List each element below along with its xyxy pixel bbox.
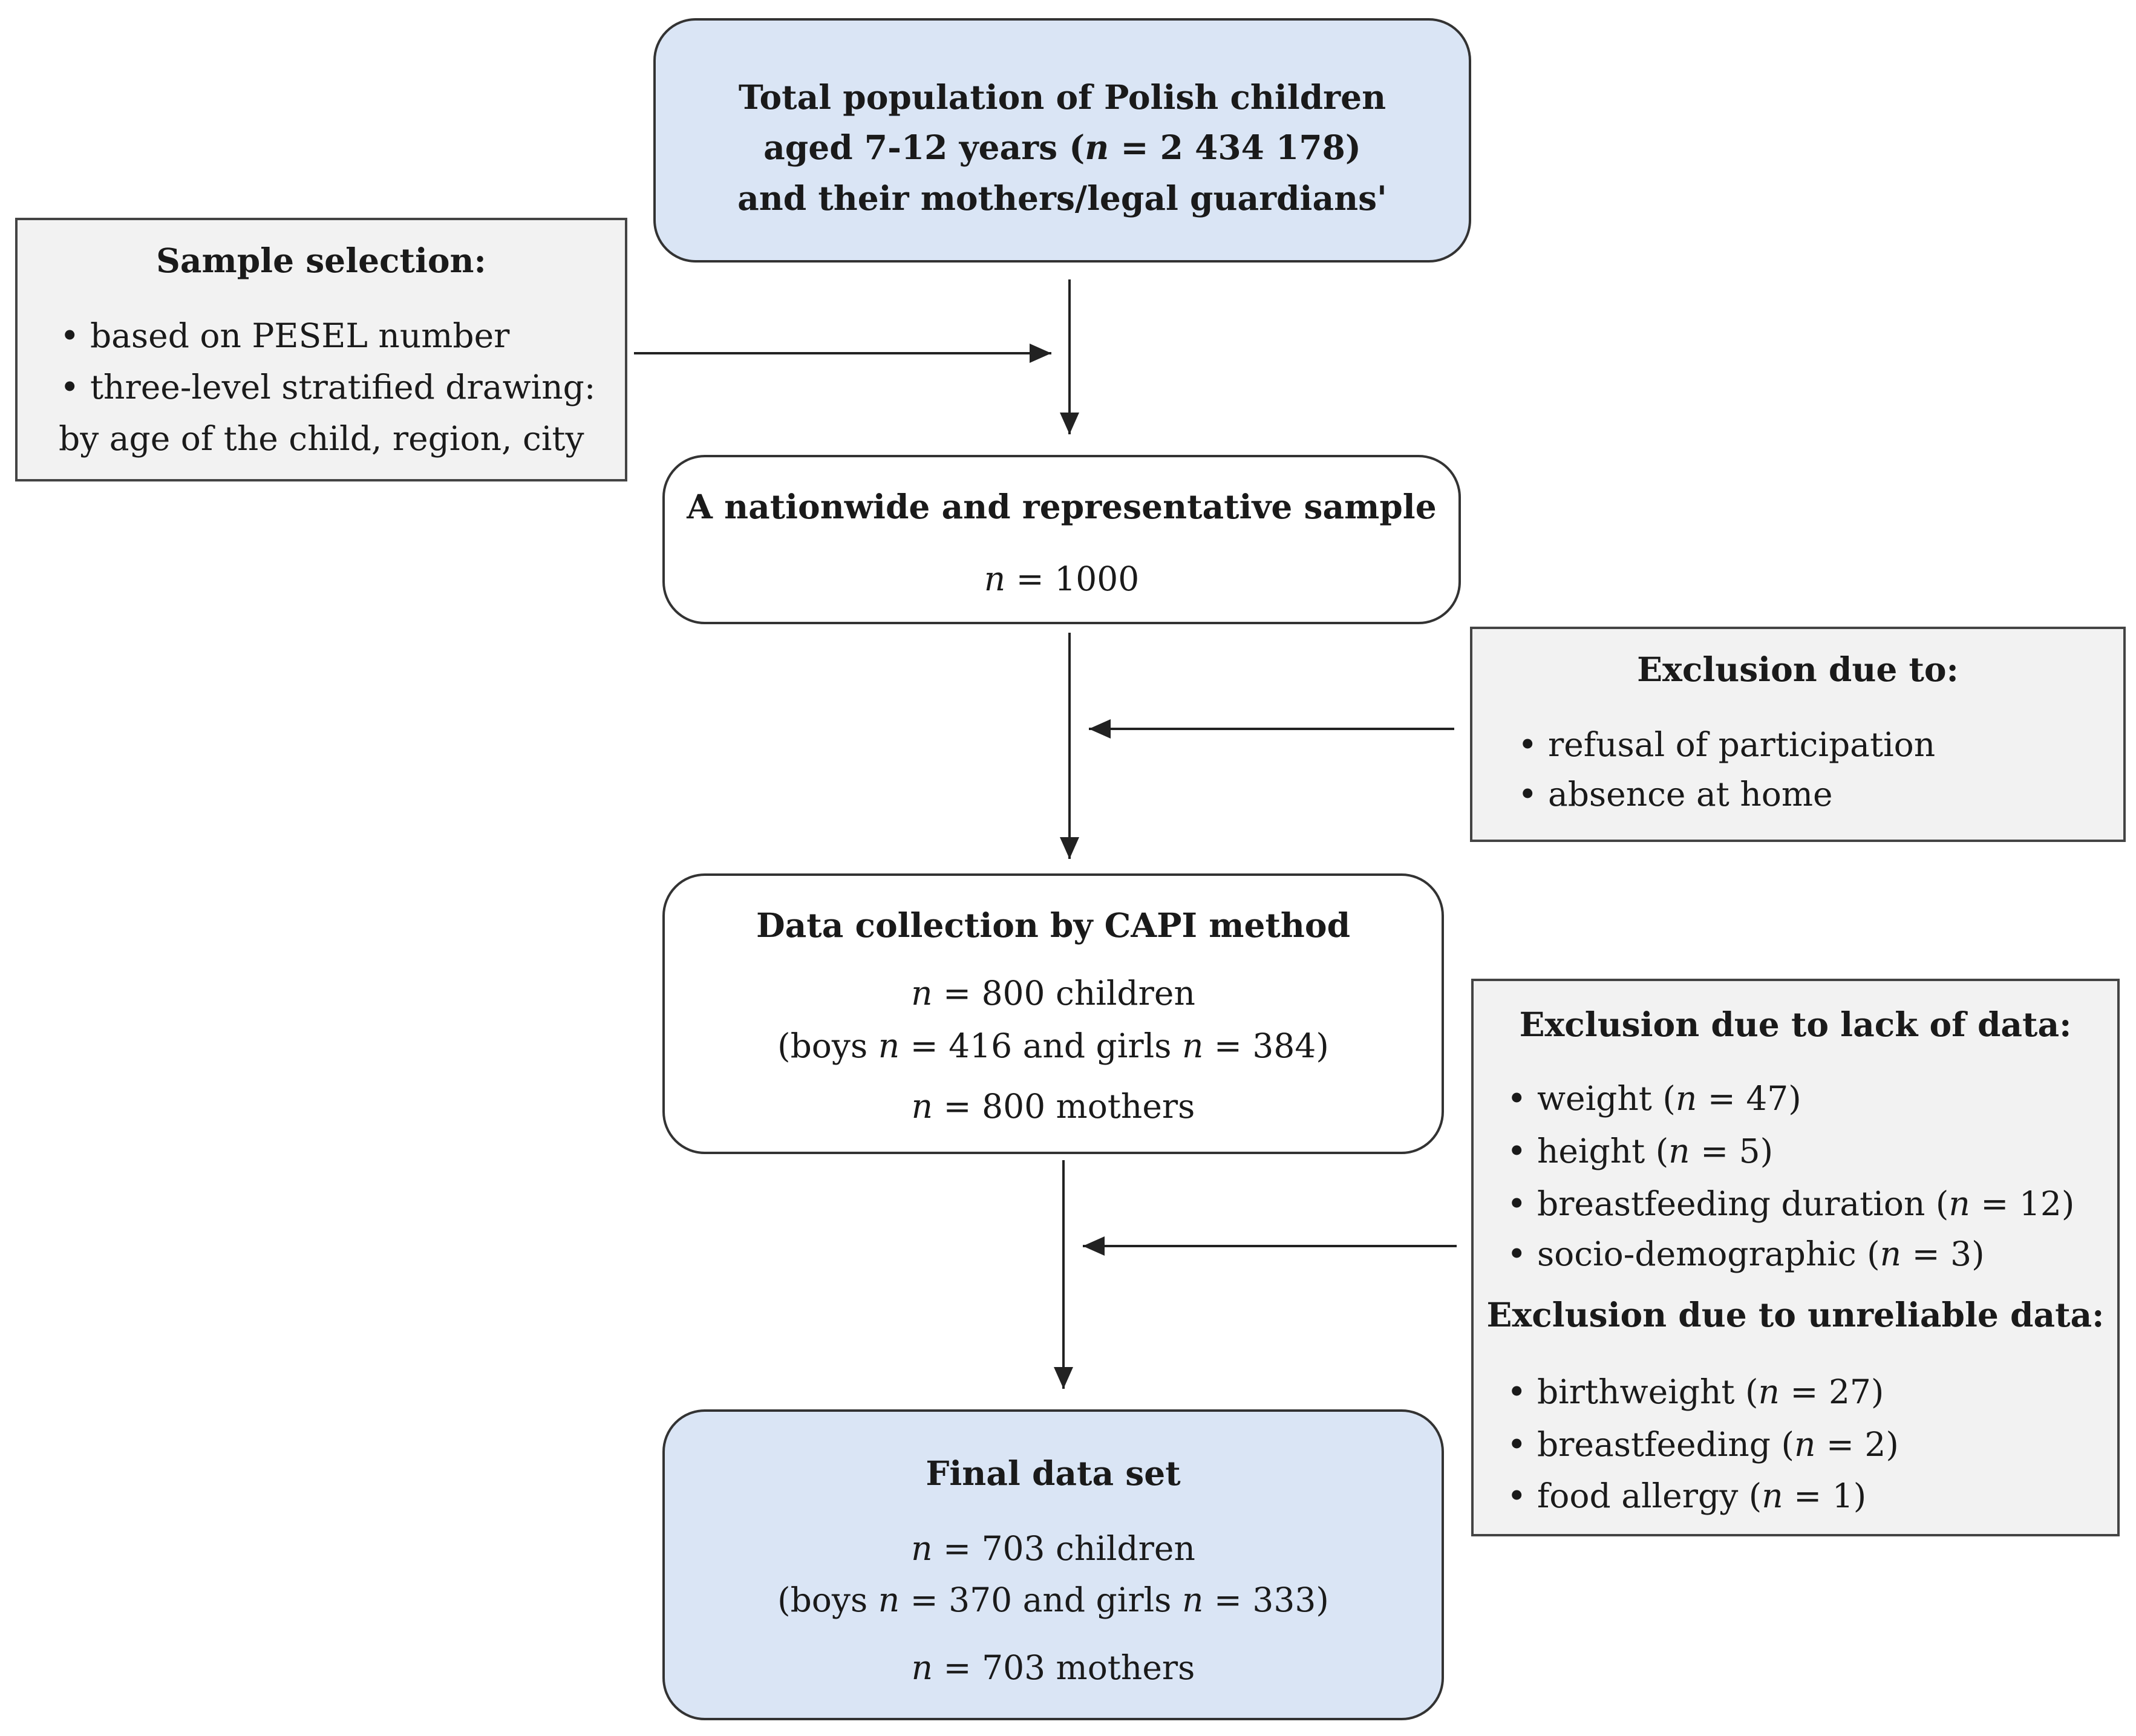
lack-item-weight: • weight (n = 47) (1507, 1079, 1801, 1118)
selection-title: Sample selection: (156, 241, 486, 280)
selection-item-1: • based on PESEL number (60, 316, 510, 355)
collection-split: (boys n = 416 and girls n = 384) (777, 1026, 1329, 1065)
unreliable-item-breastfeeding: • breastfeeding (n = 2) (1507, 1425, 1899, 1464)
final-children: n = 703 children (911, 1529, 1195, 1568)
exclusion-data-box: Exclusion due to lack of data: • weight … (1471, 979, 2120, 1536)
collection-title: Data collection by CAPI method (756, 906, 1351, 945)
exclusion-participation-box: Exclusion due to: • refusal of participa… (1470, 627, 2126, 842)
exclusion2-lack-title: Exclusion due to lack of data: (1519, 1005, 2072, 1044)
exclusion1-item-1: • refusal of participation (1518, 725, 1936, 764)
sample-n: n = 1000 (984, 560, 1140, 598)
final-mothers: n = 703 mothers (911, 1648, 1195, 1687)
total-population-box: Total population of Polish children aged… (653, 18, 1471, 263)
collection-children: n = 800 children (911, 974, 1195, 1013)
exclusion1-item-2: • absence at home (1518, 775, 1833, 814)
final-title: Final data set (926, 1454, 1181, 1493)
collection-mothers: n = 800 mothers (911, 1087, 1195, 1126)
lack-item-height: • height (n = 5) (1507, 1132, 1774, 1170)
exclusion2-unreliable-title: Exclusion due to unreliable data: (1486, 1295, 2105, 1334)
final-data-set-box: Final data set n = 703 children (boys n … (662, 1409, 1444, 1720)
unreliable-item-birthweight: • birthweight (n = 27) (1507, 1372, 1884, 1411)
unreliable-item-food-allergy: • food allergy (n = 1) (1507, 1477, 1867, 1515)
selection-continuation: by age of the child, region, city (59, 419, 584, 458)
selection-item-2: • three-level stratified drawing: (60, 368, 596, 406)
total-line3: and their mothers/legal guardians' (737, 178, 1387, 218)
total-line1: Total population of Polish children (738, 77, 1386, 117)
sample-title: A nationwide and representative sample (687, 487, 1437, 526)
data-collection-box: Data collection by CAPI method n = 800 c… (662, 873, 1444, 1154)
exclusion1-title: Exclusion due to: (1637, 650, 1959, 689)
lack-item-breastfeeding-duration: • breastfeeding duration (n = 12) (1507, 1184, 2075, 1223)
representative-sample-box: A nationwide and representative sample n… (662, 455, 1461, 624)
sample-selection-box: Sample selection: • based on PESEL numbe… (15, 218, 627, 481)
lack-item-socio-demographic: • socio-demographic (n = 3) (1507, 1235, 1985, 1273)
total-line2: aged 7-12 years (n = 2 434 178) (763, 128, 1361, 167)
final-split: (boys n = 370 and girls n = 333) (777, 1581, 1329, 1619)
